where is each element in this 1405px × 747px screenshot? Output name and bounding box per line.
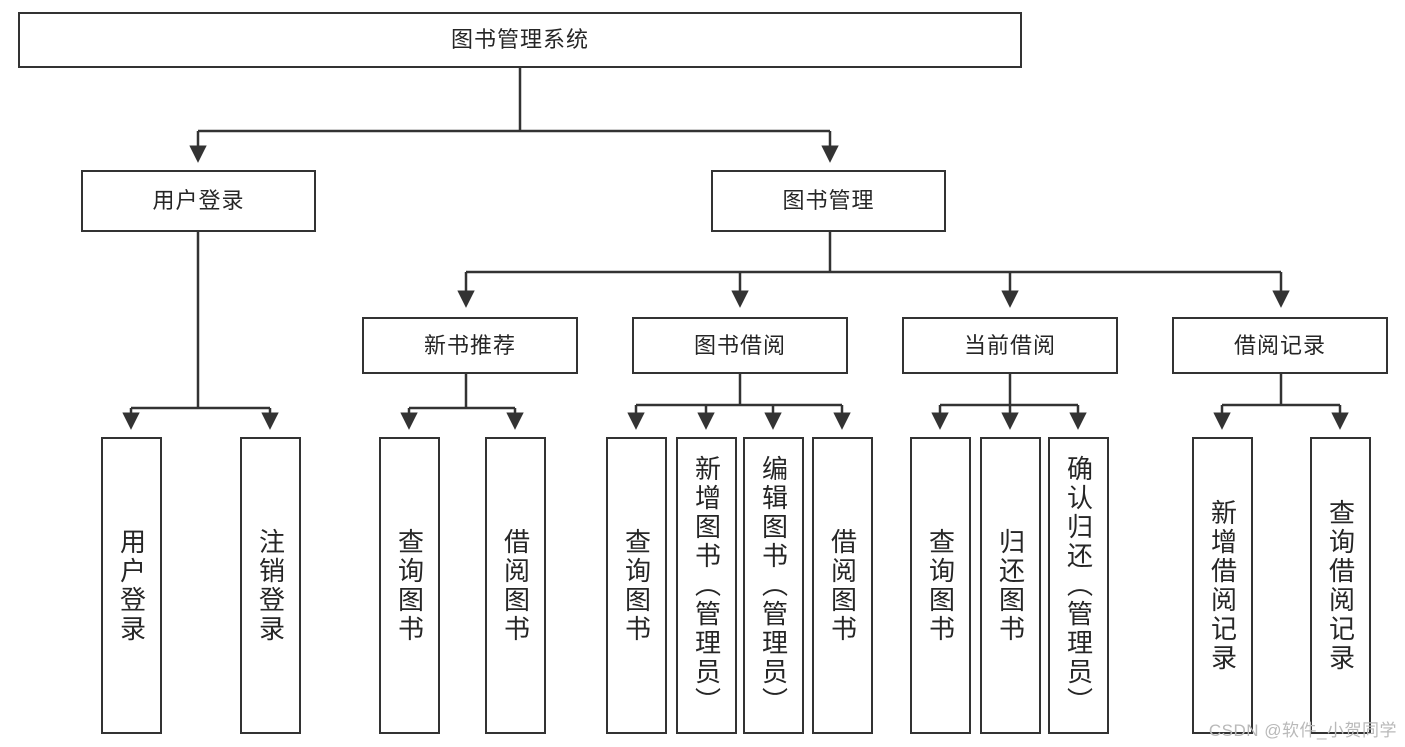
node-label: 借阅图书: [827, 527, 858, 644]
watermark-text: CSDN @软件_小贺同学: [1208, 721, 1397, 740]
node-label: 借阅图书: [500, 527, 531, 644]
node-label: 用户登录: [116, 527, 147, 644]
node-leaf-borrow-book-2[interactable]: 借阅图书: [812, 437, 873, 734]
node-leaf-query-borrow-record[interactable]: 查询借阅记录: [1310, 437, 1371, 734]
node-user-login[interactable]: 用户登录: [81, 170, 316, 232]
node-leaf-query-book-2[interactable]: 查询图书: [606, 437, 667, 734]
node-label: 新书推荐: [423, 332, 516, 358]
node-leaf-borrow-book-1[interactable]: 借阅图书: [485, 437, 546, 734]
node-label: 图书管理: [782, 188, 875, 214]
node-leaf-add-book-admin[interactable]: 新增图书（管理员）: [676, 437, 737, 734]
node-book-management[interactable]: 图书管理: [711, 170, 946, 232]
node-label: 图书管理系统: [450, 27, 589, 53]
node-label: 新增借阅记录: [1207, 498, 1238, 673]
node-label: 注销登录: [255, 527, 286, 644]
node-label: 归还图书: [995, 527, 1026, 644]
node-leaf-add-borrow-record[interactable]: 新增借阅记录: [1192, 437, 1253, 734]
node-label: 借阅记录: [1233, 332, 1326, 358]
node-leaf-logout-login[interactable]: 注销登录: [240, 437, 301, 734]
node-book-borrow[interactable]: 图书借阅: [632, 317, 848, 374]
node-leaf-query-book-1[interactable]: 查询图书: [379, 437, 440, 734]
node-leaf-query-book-3[interactable]: 查询图书: [910, 437, 971, 734]
node-leaf-confirm-return-admin[interactable]: 确认归还（管理员）: [1048, 437, 1109, 734]
node-label: 查询图书: [925, 527, 956, 644]
node-label: 图书借阅: [693, 332, 786, 358]
node-label: 新增图书（管理员）: [691, 455, 722, 716]
node-root-system[interactable]: 图书管理系统: [18, 12, 1022, 68]
node-label: 用户登录: [152, 188, 245, 214]
node-leaf-return-book[interactable]: 归还图书: [980, 437, 1041, 734]
node-current-borrow[interactable]: 当前借阅: [902, 317, 1118, 374]
node-new-book-recommend[interactable]: 新书推荐: [362, 317, 578, 374]
node-label: 查询图书: [621, 527, 652, 644]
node-label: 编辑图书（管理员）: [758, 455, 789, 716]
node-label: 当前借阅: [963, 332, 1056, 358]
node-leaf-user-login[interactable]: 用户登录: [101, 437, 162, 734]
node-label: 查询借阅记录: [1325, 498, 1356, 673]
node-leaf-edit-book-admin[interactable]: 编辑图书（管理员）: [743, 437, 804, 734]
node-label: 查询图书: [394, 527, 425, 644]
node-label: 确认归还（管理员）: [1063, 455, 1094, 716]
node-borrow-record[interactable]: 借阅记录: [1172, 317, 1388, 374]
